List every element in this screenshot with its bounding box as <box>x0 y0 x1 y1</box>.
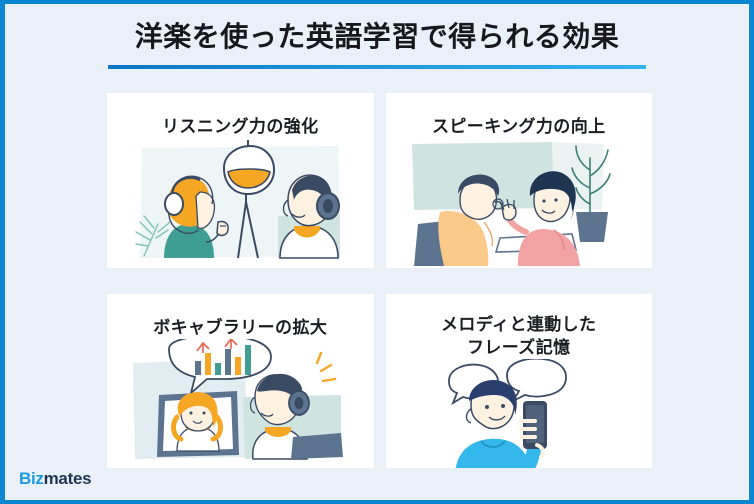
page-title: 洋楽を使った英語学習で得られる効果 <box>5 18 749 69</box>
card-title-melody: メロディと連動した フレーズ記憶 <box>441 313 596 359</box>
benefit-card-vocabulary: ボキャブラリーの拡大 <box>107 293 374 469</box>
card-title-vocabulary: ボキャブラリーの拡大 <box>153 317 328 337</box>
card-title-melody-line2: フレーズ記憶 <box>466 337 571 357</box>
illustration-phone-listener <box>386 358 653 468</box>
illustration-business-conversation <box>386 138 653 268</box>
logo-biz-text: Biz <box>19 469 44 488</box>
logo-mates-text: mates <box>43 469 92 488</box>
illustration-video-call-chart <box>107 338 374 469</box>
card-title-listening: リスニング力の強化 <box>161 117 319 136</box>
footer: Bizmates <box>5 460 749 500</box>
benefit-card-speaking: スピーキング力の向上 <box>385 93 653 268</box>
illustration-headphones-conversation <box>107 138 374 268</box>
page-title-text: 洋楽を使った英語学習で得られる効果 <box>134 21 620 52</box>
benefit-card-melody: メロディと連動した フレーズ記憶 <box>385 293 653 468</box>
benefit-card-listening: リスニング力の強化 <box>107 93 374 268</box>
card-title-melody-line1: メロディと連動した <box>441 314 597 334</box>
title-underline <box>108 65 646 69</box>
bizmates-logo: Bizmates <box>19 469 92 489</box>
card-title-speaking: スピーキング力の向上 <box>432 117 606 136</box>
benefit-card-grid: リスニング力の強化 <box>107 93 652 468</box>
